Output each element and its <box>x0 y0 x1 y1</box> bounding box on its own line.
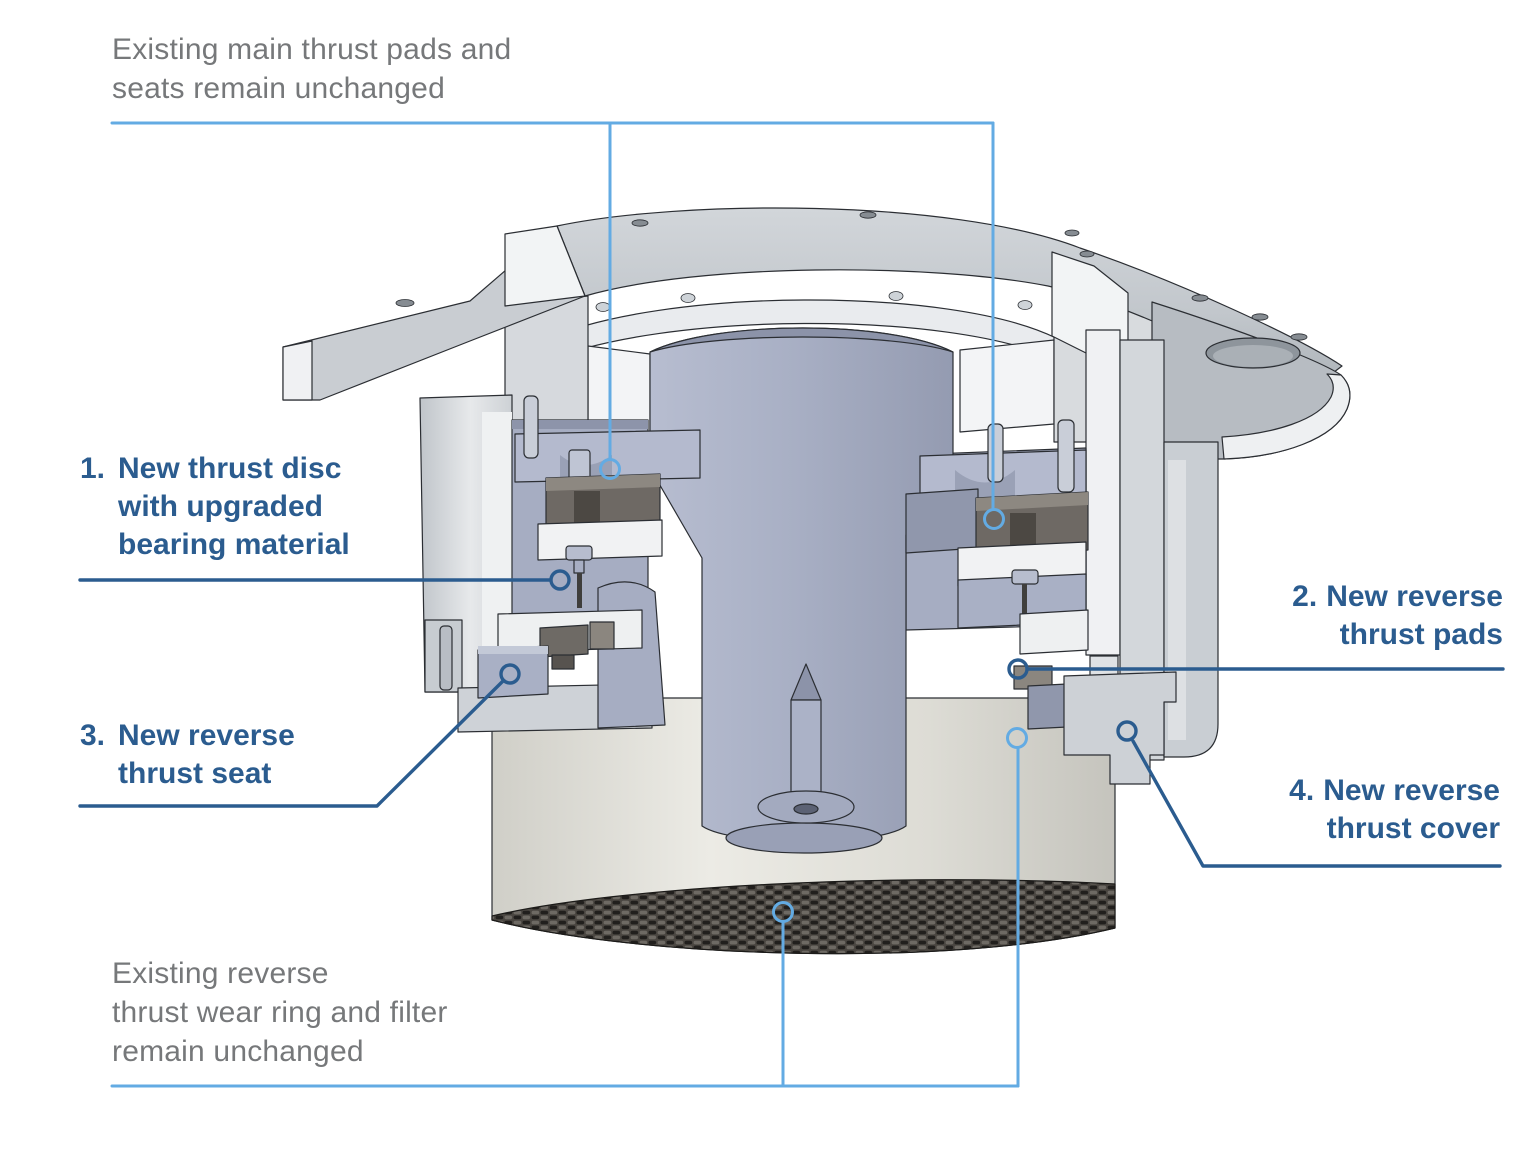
machine-cutaway <box>282 207 1351 955</box>
callout-line: 4.New reverse <box>1100 772 1500 810</box>
thrust-disc <box>537 519 663 561</box>
new-part-leaders <box>78 569 1505 868</box>
callout-text: thrust cover <box>1326 812 1500 845</box>
note-line: Existing reverse <box>112 957 329 990</box>
callout-point-main-pads-left <box>599 458 621 480</box>
callout-text: New reverse <box>118 719 295 752</box>
dome-screw <box>1017 300 1033 310</box>
note-line: remain unchanged <box>112 1035 364 1068</box>
note-line: seats remain unchanged <box>112 72 445 105</box>
shaft-top-face <box>649 327 954 353</box>
left-section-face <box>504 225 586 307</box>
right-bore-wall <box>959 339 1055 433</box>
callout-number: 4. <box>1289 774 1315 807</box>
note-existing-wear-ring-filter: Existing reverse thrust wear ring and fi… <box>112 954 448 1071</box>
note-line: Existing main thrust pads and <box>112 33 512 66</box>
callout-text: New reverse <box>1326 580 1503 613</box>
pivot-cap <box>1011 569 1039 585</box>
callout-number: 1. <box>80 452 106 485</box>
pad-top-face <box>546 474 660 491</box>
filter-mesh <box>491 879 1116 955</box>
center-pin-bore <box>793 803 819 815</box>
center-pin <box>790 699 822 805</box>
left-carrier-lower <box>597 581 666 729</box>
bolt-hole <box>395 299 415 307</box>
dome-screw <box>680 293 696 303</box>
callout-text: New thrust disc <box>118 452 342 485</box>
bolt-hole <box>631 219 649 227</box>
pivot-cap <box>565 545 593 561</box>
callout-4-new-reverse-thrust-cover: 4.New reverse thrust cover <box>1100 772 1500 848</box>
right-mid-column <box>1119 339 1165 761</box>
bolt-hole <box>1064 229 1080 237</box>
pad-top-face <box>976 492 1088 511</box>
callout-point-3 <box>499 663 521 685</box>
stud-pin <box>1057 419 1075 493</box>
callout-line: 3. New reverse <box>80 717 295 755</box>
callout-point-wear-ring <box>1006 727 1028 749</box>
callout-line: 2.New reverse <box>1103 578 1503 616</box>
callout-text: with upgraded <box>118 490 323 523</box>
right-wing-rim <box>1221 373 1351 460</box>
callout-text: New reverse <box>1323 774 1500 807</box>
bolt-hole <box>859 211 877 219</box>
callout-text: thrust seat <box>118 757 272 790</box>
stud-pin <box>987 423 1004 483</box>
callout-point-2 <box>1007 658 1029 680</box>
reverse-disc-right <box>1019 609 1089 655</box>
sensor-needle <box>577 573 582 608</box>
pad-gap <box>1010 513 1036 548</box>
callout-point-4 <box>1116 720 1138 742</box>
leader-callout-4 <box>1131 739 1502 868</box>
left-wing-end-face <box>282 340 313 401</box>
stud-pin <box>523 395 539 459</box>
callout-text: bearing material <box>118 528 350 561</box>
bolt-hole <box>1191 294 1209 302</box>
leader-callout-3 <box>78 679 505 808</box>
left-carrier-edge <box>512 420 648 429</box>
callout-point-filter <box>772 901 794 923</box>
seat-top-edge <box>478 646 548 654</box>
callout-number: 2. <box>1292 580 1318 613</box>
callout-1-new-thrust-disc: 1. New thrust disc with upgraded bearing … <box>80 450 350 564</box>
shaft-bottom-rim <box>725 822 883 854</box>
existing-part-leaders <box>110 121 1028 1088</box>
reverse-pad-stem <box>551 654 575 670</box>
pad-wedge <box>905 488 979 554</box>
note-existing-main-thrust-pads: Existing main thrust pads and seats rema… <box>112 30 511 108</box>
callout-2-new-reverse-thrust-pads: 2.New reverse thrust pads <box>1103 578 1503 654</box>
callout-point-1 <box>549 569 571 591</box>
sensor-needle <box>1022 584 1027 634</box>
bolt-hole <box>1079 250 1095 258</box>
callout-number: 3. <box>80 719 106 752</box>
lifting-hole-inner <box>1213 345 1293 367</box>
note-line: thrust wear ring and filter <box>112 996 448 1029</box>
callout-point-main-pads-right <box>983 508 1005 530</box>
reverse-pad-side <box>589 621 615 650</box>
dome-screw <box>595 302 611 312</box>
callout-line: 1. New thrust disc <box>80 450 350 488</box>
pivot-stem <box>573 559 585 574</box>
bolt-hole <box>1290 333 1308 341</box>
callout-3-new-reverse-thrust-seat: 3. New reverse thrust seat <box>80 717 295 793</box>
cover-tab <box>1089 655 1119 677</box>
pad-gap <box>574 491 600 524</box>
callout-text: thrust pads <box>1339 618 1503 651</box>
top-flange <box>556 207 1343 399</box>
dome-screw <box>888 291 904 301</box>
dowel-pin <box>439 625 453 691</box>
bolt-hole <box>1251 313 1269 321</box>
